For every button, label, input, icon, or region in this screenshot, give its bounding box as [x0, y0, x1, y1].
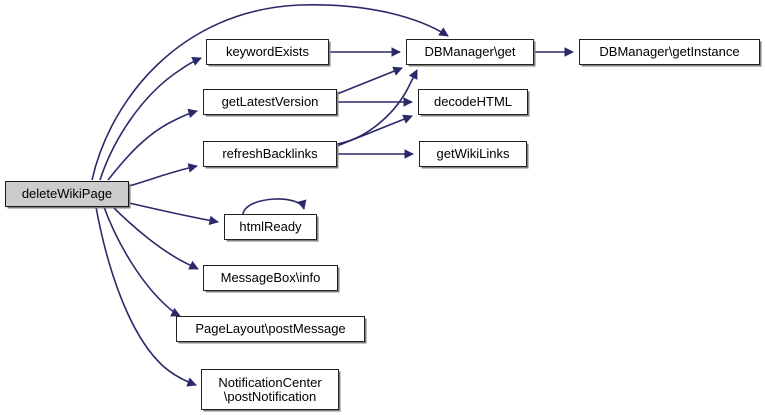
node-label: NotificationCenter \postNotification — [218, 374, 322, 404]
node-deleteWikiPage[interactable]: deleteWikiPage — [5, 181, 129, 207]
node-label: PageLayout\postMessage — [195, 321, 346, 336]
node-label: htmlReady — [239, 219, 302, 234]
node-DBManager-getInstance[interactable]: DBManager\getInstance — [579, 39, 760, 65]
node-PageLayout-postMessage[interactable]: PageLayout\postMessage — [176, 316, 365, 342]
edge-deleteWikiPage-to-NotificationCenterPostNotification — [95, 206, 197, 387]
node-label: refreshBacklinks — [222, 146, 318, 161]
node-label: decodeHTML — [433, 94, 513, 109]
edge-refreshBacklinks-to-DBManagerGet — [336, 69, 418, 145]
edge-deleteWikiPage-to-MessageBoxInfo — [112, 206, 199, 270]
edge-refreshBacklinks-to-decodeHTML — [336, 114, 413, 147]
node-htmlReady[interactable]: htmlReady — [224, 214, 317, 240]
node-label: getLatestVersion — [221, 94, 319, 109]
node-label: keywordExists — [225, 44, 310, 59]
node-label: deleteWikiPage — [21, 186, 113, 201]
edge-deleteWikiPage-to-keywordExists — [99, 56, 202, 181]
edge-deleteWikiPage-to-htmlReady — [128, 202, 219, 226]
edge-deleteWikiPage-to-getLatestVersion — [107, 108, 198, 181]
node-getLatestVersion[interactable]: getLatestVersion — [203, 89, 337, 115]
node-decodeHTML[interactable]: decodeHTML — [418, 89, 528, 115]
edge-getLatestVersion-to-DBManagerGet — [336, 66, 403, 95]
edge-deleteWikiPage-to-DBManagerGet — [91, 4, 449, 181]
node-label: MessageBox\info — [220, 270, 321, 285]
node-keywordExists[interactable]: keywordExists — [206, 39, 329, 65]
node-label: DBManager\get — [424, 44, 516, 59]
edge-deleteWikiPage-to-refreshBacklinks — [128, 163, 198, 187]
node-DBManager-get[interactable]: DBManager\get — [406, 39, 534, 65]
node-label: DBManager\getInstance — [599, 44, 740, 59]
edge-deleteWikiPage-to-PageLayoutPostMessage — [103, 206, 181, 317]
edge-htmlReady-self-loop — [242, 198, 307, 215]
node-NotificationCenter-postNotification[interactable]: NotificationCenter \postNotification — [201, 369, 339, 410]
node-MessageBox-info[interactable]: MessageBox\info — [203, 265, 338, 291]
node-getWikiLinks[interactable]: getWikiLinks — [419, 141, 527, 167]
node-label: getWikiLinks — [436, 146, 510, 161]
node-refreshBacklinks[interactable]: refreshBacklinks — [203, 141, 337, 167]
